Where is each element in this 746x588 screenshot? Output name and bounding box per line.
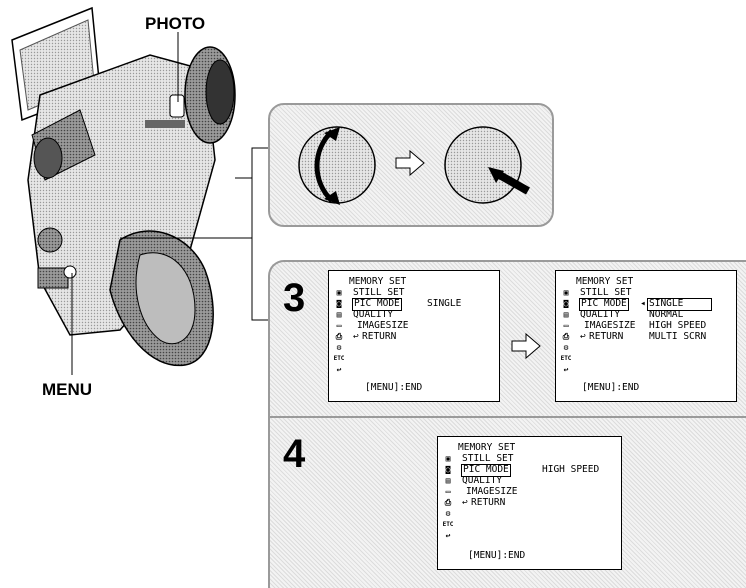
- printer-icon: ⎙: [333, 332, 345, 343]
- pic-mode-option: MULTI SCRN: [649, 332, 706, 343]
- step-4-number: 4: [283, 434, 305, 474]
- menu-item-quality: QUALITY: [580, 310, 620, 321]
- tape-icon: ▣: [333, 288, 345, 299]
- menu-title: MEMORY SET: [458, 443, 515, 454]
- tape-icon: ▣: [442, 454, 454, 465]
- menu-screen-step3-a: MEMORY SET ▣ STILL SET ◙ PIC MODE SINGLE…: [328, 270, 500, 402]
- settings-icon: ⚙: [333, 343, 345, 354]
- menu-item-imagesize: IMAGESIZE: [584, 321, 635, 332]
- printer-icon: ⎙: [442, 498, 454, 509]
- memory-card-icon: ▤: [333, 310, 345, 321]
- menu-item-imagesize: IMAGESIZE: [357, 321, 408, 332]
- tape-icon: ▣: [560, 288, 572, 299]
- printer-icon: ⎙: [560, 332, 572, 343]
- settings-icon: ⚙: [442, 509, 454, 520]
- return-icon: ↩: [580, 332, 586, 343]
- menu-item-return: RETURN: [589, 332, 623, 343]
- right-arrow-icon: [510, 332, 542, 360]
- menu-item-pic-mode: PIC MODE: [353, 299, 401, 310]
- memory-card-icon: ▤: [442, 476, 454, 487]
- menu-screen-step4: MEMORY SET ▣ STILL SET ◙ PIC MODE HIGH S…: [437, 436, 622, 570]
- submenu-title: STILL SET: [462, 454, 513, 465]
- etc-icon: ETC: [442, 520, 454, 531]
- camera-icon: ◙: [442, 465, 454, 476]
- dial-operation-panel: [268, 103, 554, 227]
- menu-title: MEMORY SET: [349, 277, 406, 288]
- menu-item-return: RETURN: [471, 498, 505, 509]
- camera-icon: ◙: [560, 299, 572, 310]
- submenu-title: STILL SET: [580, 288, 631, 299]
- menu-item-quality: QUALITY: [462, 476, 502, 487]
- camcorder-illustration: [0, 0, 300, 420]
- menu-footer: [MENU]:END: [365, 383, 422, 394]
- pic-mode-option-selected: SINGLE: [648, 299, 711, 310]
- return-icon: ↩: [462, 498, 468, 509]
- menu-item-imagesize: IMAGESIZE: [466, 487, 517, 498]
- photo-callout: PHOTO: [145, 14, 205, 34]
- pic-mode-value: SINGLE: [427, 299, 461, 310]
- step-divider: [270, 416, 746, 418]
- return-small-icon: ↩: [442, 531, 454, 542]
- right-arrow-icon: [394, 149, 426, 177]
- lcd-icon: ▭: [333, 321, 345, 332]
- pic-mode-value: HIGH SPEED: [542, 465, 599, 476]
- menu-item-pic-mode: PIC MODE: [580, 299, 628, 310]
- control-dial-turn-icon: [292, 121, 382, 209]
- step-3-number: 3: [283, 278, 305, 318]
- menu-screen-step3-b: MEMORY SET ▣ STILL SET ◙ PIC MODE ◂ SING…: [555, 270, 737, 402]
- memory-card-icon: ▤: [560, 310, 572, 321]
- menu-footer: [MENU]:END: [468, 551, 525, 562]
- menu-item-pic-mode: PIC MODE: [462, 465, 510, 476]
- return-icon: ↩: [353, 332, 359, 343]
- settings-icon: ⚙: [560, 343, 572, 354]
- pic-mode-option: NORMAL: [649, 310, 683, 321]
- menu-callout: MENU: [42, 380, 92, 400]
- menu-footer: [MENU]:END: [582, 383, 639, 394]
- camera-icon: ◙: [333, 299, 345, 310]
- menu-title: MEMORY SET: [576, 277, 633, 288]
- lcd-icon: ▭: [560, 321, 572, 332]
- menu-item-quality: QUALITY: [353, 310, 393, 321]
- etc-icon: ETC: [333, 354, 345, 365]
- lcd-icon: ▭: [442, 487, 454, 498]
- pic-mode-option: HIGH SPEED: [649, 321, 706, 332]
- menu-item-return: RETURN: [362, 332, 396, 343]
- return-small-icon: ↩: [333, 365, 345, 376]
- selection-pointer-icon: ◂: [640, 299, 646, 310]
- submenu-title: STILL SET: [353, 288, 404, 299]
- control-dial-press-icon: [438, 121, 534, 209]
- etc-icon: ETC: [560, 354, 572, 365]
- return-small-icon: ↩: [560, 365, 572, 376]
